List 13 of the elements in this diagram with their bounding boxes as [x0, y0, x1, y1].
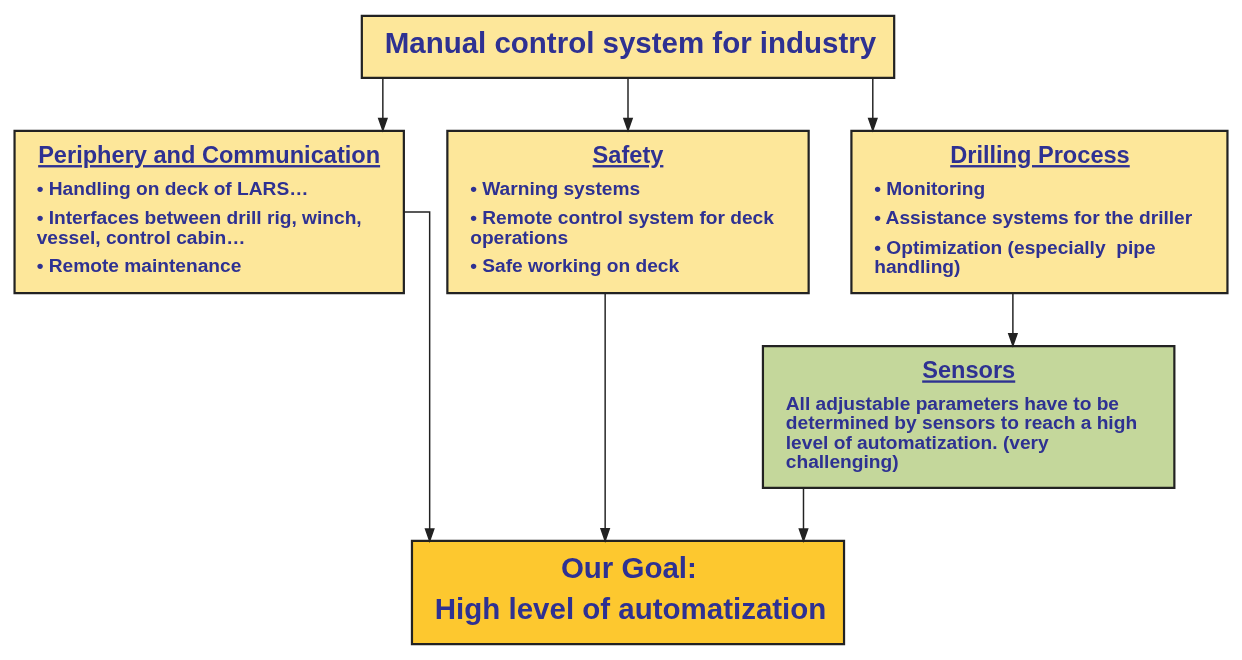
arrow: [798, 487, 809, 543]
node-box: Drilling Process • Monitoring • Assistance systems for the driller • Optimization (especially pipe handling): [850, 129, 1229, 295]
node-box: Manual control system for industry: [360, 14, 896, 79]
arrow: [377, 77, 388, 133]
arrow: [622, 77, 634, 133]
arrow: [403, 211, 435, 543]
arrow: [1007, 292, 1019, 348]
node-box: Sensors All adjustable parameters have to be determined by sensors to reach a high level of automatization. (very challenging): [761, 345, 1176, 489]
arrow: [867, 77, 878, 133]
node-box: Periphery and Communication • Handling on deck of LARS… • Interfaces between drill rig, winch, vessel, control cabin… • Remote maintenance: [13, 129, 405, 295]
node-box: Our Goal: High level of automatization: [410, 539, 846, 646]
arrow: [600, 292, 611, 543]
node-box: Safety • Warning systems • Remote control system for deck operations • Safe working on deck: [446, 129, 810, 295]
